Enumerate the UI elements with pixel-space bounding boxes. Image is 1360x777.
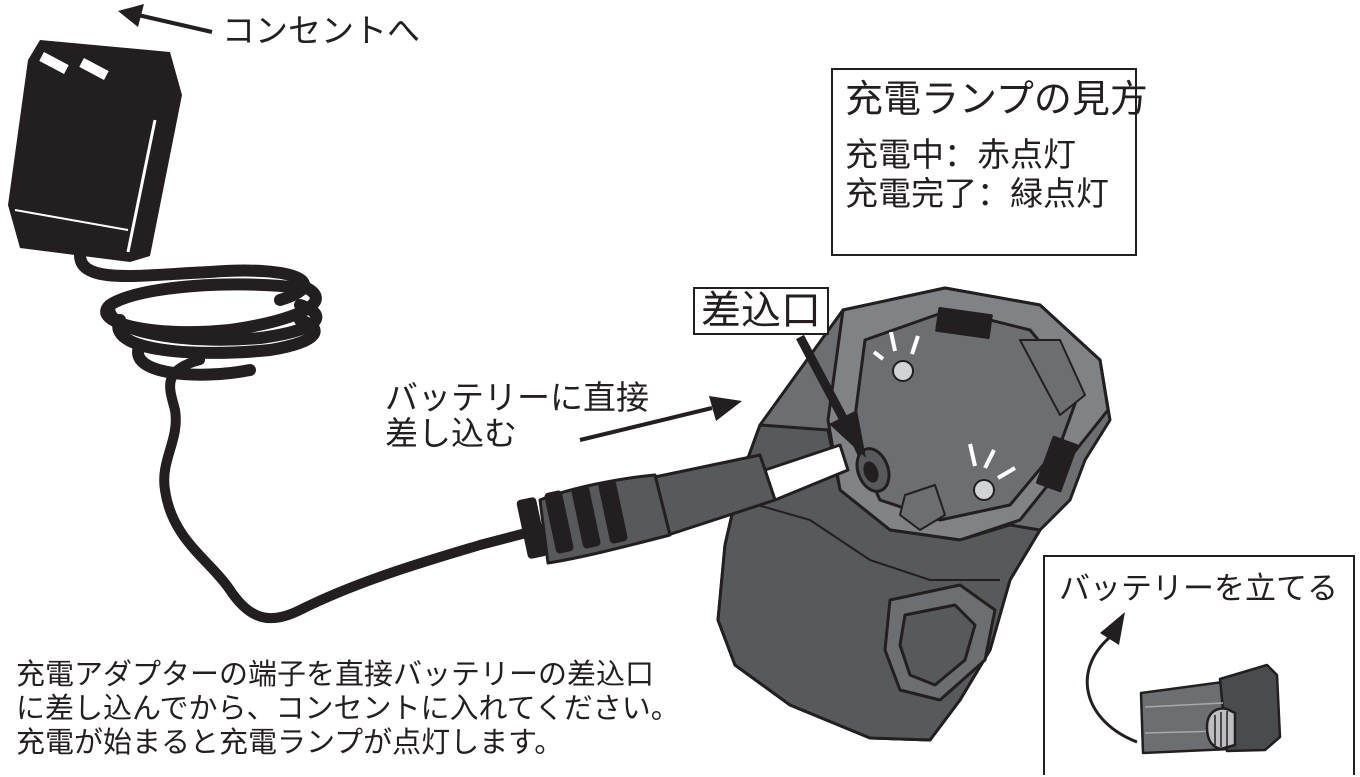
charge-lamp-top — [872, 331, 920, 382]
insert-directly-line-2: 差し込む — [385, 414, 517, 454]
insert-arrow — [579, 396, 742, 442]
instructions-line-3: 充電が始まると充電ランプが点灯します。 — [16, 725, 564, 760]
legend-complete: 充電完了：緑点灯 — [845, 173, 1109, 213]
port-arrow — [796, 334, 866, 458]
stand-battery-inset: バッテリーを立てる — [1043, 555, 1355, 775]
instructions: 充電アダプターの端子を直接バッテリーの差込口 に差し込んでから、コンセントに入れ… — [16, 657, 680, 760]
to-outlet-arrow — [118, 4, 213, 34]
charge-lamp-bottom — [968, 443, 1017, 501]
to-outlet-label: コンセントへ — [222, 11, 420, 50]
port-label: 差込口 — [693, 287, 829, 335]
legend-charging: 充電中：赤点灯 — [845, 134, 1076, 174]
dc-plug — [516, 443, 850, 565]
insert-directly-label: バッテリーに直接 差し込む — [385, 378, 649, 454]
stand-battery-illustration — [1085, 612, 1282, 755]
rotate-arrow — [1085, 612, 1138, 744]
instructions-line-1: 充電アダプターの端子を直接バッテリーの差込口 — [16, 657, 655, 691]
ac-adapter — [8, 40, 182, 262]
charge-lamp-legend: 充電ランプの見方 充電中：赤点灯 充電完了：緑点灯 — [831, 68, 1148, 256]
coiled-cable — [74, 249, 550, 624]
inset-battery — [1139, 663, 1282, 755]
inset-label: バッテリーを立てる — [1059, 571, 1338, 607]
legend-title: 充電ランプの見方 — [845, 77, 1148, 121]
instructions-line-2: に差し込んでから、コンセントに入れてください。 — [16, 691, 680, 726]
battery-pack — [716, 286, 1112, 742]
insert-directly-line-1: バッテリーに直接 — [385, 378, 649, 417]
charging-port — [855, 447, 891, 493]
